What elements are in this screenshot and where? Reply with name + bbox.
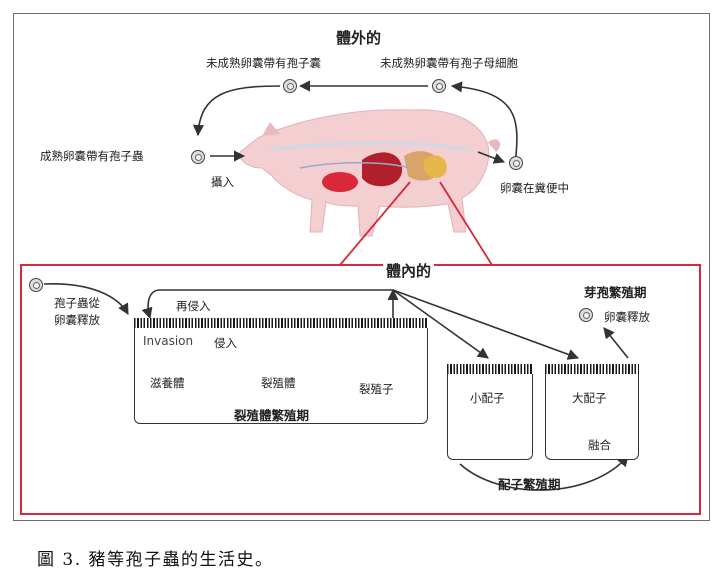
label-gametogony: 配子繁殖期 — [498, 477, 561, 492]
label-ingestion: 攝入 — [211, 175, 234, 189]
label-trophozoite: 滋養體 — [150, 376, 185, 390]
label-immature-sporocysts: 未成熟卵囊帶有孢子囊 — [206, 56, 321, 70]
arrow-sporocyst-to-mature — [192, 85, 281, 137]
label-invasion-zh: 侵入 — [214, 336, 237, 350]
released-oocyst-icon — [29, 278, 43, 292]
feces-oocyst-icon — [509, 156, 523, 170]
microgamete-box — [447, 374, 533, 460]
arrow-excretion — [477, 151, 506, 164]
gut-villi-macro — [545, 364, 639, 375]
arrow-to-microgamete — [392, 289, 489, 359]
heart-organ — [322, 172, 358, 192]
figure-caption: 圖 3. 豬等孢子蟲的生活史。 — [37, 550, 274, 570]
schizogony-box — [134, 328, 428, 424]
label-schizogony: 裂殖體繁殖期 — [234, 408, 310, 423]
arrow-sporozoite-release — [43, 283, 129, 315]
label-invasion-en: Invasion — [143, 334, 194, 348]
label-mature-oocyst: 成熟卵囊帶有孢子蟲 — [40, 149, 144, 163]
macrogamete-box — [545, 374, 639, 460]
outside-title: 體外的 — [336, 29, 382, 47]
liver-organ — [362, 152, 403, 187]
label-sporozoite-release: 孢子蟲從 卵囊釋放 — [54, 296, 100, 327]
label-microgamete: 小配子 — [470, 391, 505, 405]
intestine-organ — [424, 155, 447, 178]
arrow-feces-to-sporont — [450, 81, 518, 166]
arrow-fusion — [459, 455, 629, 491]
label-oocyst-in-feces: 卵囊在糞便中 — [500, 181, 569, 195]
oocyst-sporont-icon — [432, 79, 446, 93]
sporogony-oocyst-icon — [579, 308, 593, 322]
label-fusion: 融合 — [588, 438, 611, 452]
label-oocyst-release: 卵囊釋放 — [604, 310, 650, 324]
mature-oocyst-icon — [191, 150, 205, 164]
arrow-to-macrogamete — [392, 289, 580, 360]
label-sporogony: 芽孢繁殖期 — [584, 285, 647, 300]
label-reinvasion: 再侵入 — [176, 299, 211, 313]
arrow-oocyst-release — [603, 327, 629, 359]
label-immature-sporont: 未成熟卵囊帶有孢子母細胞 — [380, 56, 518, 70]
oocyst-sporocyst-icon — [283, 79, 297, 93]
gut-villi-micro — [447, 364, 533, 375]
arrow-reinvasion — [141, 289, 393, 320]
inside-host-panel — [20, 264, 701, 515]
label-merozoite: 裂殖子 — [359, 382, 394, 396]
label-schizont: 裂殖體 — [261, 376, 296, 390]
gut-villi-schizogony — [134, 318, 428, 329]
inside-title: 體內的 — [383, 260, 435, 281]
label-macrogamete: 大配子 — [572, 391, 607, 405]
pig-illustration — [239, 109, 501, 237]
zoom-callout-lines — [339, 181, 493, 266]
